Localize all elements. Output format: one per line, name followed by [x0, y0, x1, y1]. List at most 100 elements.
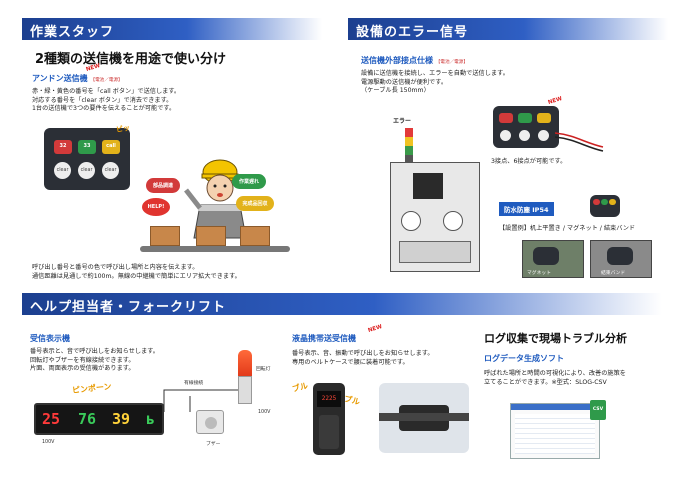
buzzer-device	[196, 410, 224, 434]
error-desc-line: 設備に送信機を接続し、エラーを自動で送信します。	[361, 70, 509, 77]
andon-description: 赤・緑・黄色の番号を「call ボタン」で送信します。 対応する番号を「clea…	[32, 88, 232, 114]
button-label: 33	[83, 143, 91, 149]
log-window-titlebar	[511, 404, 599, 410]
led-receiver-display: 25 76 39 ь	[34, 403, 164, 435]
magnet-device	[533, 247, 559, 265]
device-button-red	[499, 113, 513, 123]
rotating-light-100v-label: 100V	[258, 410, 271, 415]
andon-desc-line: 赤・緑・黄色の番号を「call ボタン」で送信します。	[32, 88, 181, 95]
csv-file-icon: CSV	[590, 400, 606, 420]
led-number-green: 76	[78, 410, 97, 428]
section-band-staff: 作業スタッフ	[22, 18, 322, 40]
install-note: 【設置例】机上平置き / マグネット / 結束バンド	[499, 225, 636, 232]
call-button-green: 33	[78, 140, 96, 154]
device-button-yellow	[609, 199, 616, 205]
andon-tag: 【電池／電源】	[90, 78, 123, 83]
stack-light	[405, 128, 413, 164]
log-software-window	[510, 403, 600, 459]
stack-light-green	[405, 146, 413, 155]
section-band-error: 設備のエラー信号	[348, 18, 668, 40]
new-badge-contact: NEW	[547, 95, 564, 107]
device-clear-button	[500, 130, 511, 141]
help-bubble: HELP!	[142, 198, 170, 216]
device-button-green	[518, 113, 532, 123]
lcd-screen: 2225	[317, 391, 341, 407]
magnet-label: マグネット	[527, 271, 551, 276]
receiver-description: 番号表示と、音で呼び出しをお知らせします。 回転灯やブザーを有線接続できます。 …	[30, 348, 230, 374]
belt-strap	[379, 413, 469, 421]
section-title-help: ヘルプ担当者・フォークリフト	[30, 300, 227, 315]
clear-button: clear	[54, 162, 71, 179]
andon-title: アンドン送信機 【電池／電源】	[32, 73, 123, 84]
wired-connection-label: 有線接続	[184, 381, 204, 386]
andon-device: 32 33 call clear clear clear	[44, 128, 130, 190]
error-description: 設備に送信機を接続し、エラーを自動で送信します。 電源駆動の送信機が便利です。 …	[361, 70, 561, 96]
clear-button: clear	[102, 162, 119, 179]
device-button-green	[601, 199, 608, 205]
install-photo-magnet: マグネット	[522, 240, 584, 278]
lcd-desc-line: 専用のベルトケースで腰に装着可能です。	[292, 358, 409, 366]
led-number-extra: ь	[146, 410, 156, 428]
call-button-yellow: call	[102, 140, 120, 154]
clear-button: clear	[78, 162, 95, 179]
request-bubble-collect: 完成品回収	[236, 196, 274, 211]
rotating-light-top	[238, 350, 252, 376]
cardboard-box	[196, 226, 226, 246]
section-band-help: ヘルプ担当者・フォークリフト	[22, 293, 662, 315]
lcd-handheld-device: 2225	[313, 383, 345, 455]
lcd-title: 液晶携帯送受信機	[292, 334, 356, 343]
stack-light-yellow	[405, 137, 413, 146]
section-title-error: 設備のエラー信号	[356, 25, 469, 40]
device-button-yellow	[537, 113, 551, 123]
staff-footer-line: 呼び出し番号と番号の色で呼び出し場所と内容を伝えます。	[32, 264, 199, 271]
band-device	[607, 247, 633, 265]
lcd-keypad	[319, 415, 339, 449]
receiver-desc-line: 回転灯やブザーを有線接続できます。	[30, 356, 135, 364]
external-contact-tag: 【電池／電源】	[435, 60, 468, 65]
error-label: エラー	[393, 118, 412, 125]
external-contact-device	[493, 106, 559, 148]
stack-light-base	[405, 155, 413, 164]
buzzer-grille	[205, 417, 217, 429]
lcd-description: 番号表示、音、振動で呼び出しをお知らせします。 専用のベルトケースで腰に装着可能…	[292, 350, 472, 367]
new-badge-lcd: NEW	[367, 323, 384, 335]
request-bubble-parts: 部品調達	[146, 178, 180, 193]
cardboard-box	[150, 226, 180, 246]
led-number-red: 25	[42, 410, 61, 428]
error-desc-line: （ケーブル長 150mm）	[361, 87, 430, 95]
wire-lines	[163, 389, 242, 412]
external-contact-title: 送信機外部接点仕様 【電池／電源】	[361, 55, 468, 66]
vibrate-label: ブル	[291, 381, 309, 394]
rotating-light-body	[238, 376, 252, 404]
log-heading: ログ収集で現場トラブル分析	[484, 332, 627, 345]
led-number-yellow: 39	[112, 410, 131, 428]
log-desc-line: 呼ばれた場所と時間の可視化により、改善の施策を	[484, 370, 626, 377]
factory-machine	[390, 162, 480, 272]
error-desc-line: 電源駆動の送信機が便利です。	[361, 78, 448, 86]
install-photo-band: 結束バンド	[590, 240, 652, 278]
staff-footer-line: 通信距離は見通しで約100m。無線の中継機で簡単にエリア拡大できます。	[32, 272, 241, 280]
log-title: ログデータ生成ソフト	[484, 354, 564, 363]
machine-gauge	[401, 211, 421, 231]
rotating-light	[238, 350, 252, 408]
receiver-desc-line: 番号表示と、音で呼び出しをお知らせします。	[30, 348, 159, 355]
stack-light-red	[405, 128, 413, 137]
receiver-100v-label: 100V	[42, 440, 55, 445]
andon-desc-line: 1台の送信機で3つの要件を伝えることが可能です。	[32, 105, 176, 113]
andon-title-text: アンドン送信機	[32, 74, 88, 83]
machine-panel	[399, 241, 471, 263]
csv-label: CSV	[592, 407, 604, 412]
machine-screen	[413, 173, 443, 199]
log-desc-line: 立てることができます。※型式：SLOG-CSV	[484, 378, 607, 386]
log-description: 呼ばれた場所と時間の可視化により、改善の施策を 立てることができます。※型式：S…	[484, 370, 674, 387]
andon-desc-line: 対応する番号を「clear ボタン」で消去できます。	[32, 96, 173, 104]
vibrate-label: ブル	[343, 394, 361, 407]
staff-footer: 呼び出し番号と番号の色で呼び出し場所と内容を伝えます。 通信距離は見通しで約10…	[32, 264, 322, 281]
waterproof-device	[590, 195, 620, 217]
band-label: 結束バンド	[601, 271, 626, 276]
section-title-staff: 作業スタッフ	[30, 25, 115, 40]
request-bubble-delay: 作業遅れ	[232, 174, 266, 189]
device-clear-button	[519, 130, 530, 141]
button-label: call	[106, 143, 116, 149]
contacts-note: 3接点、6接点が可能です。	[491, 158, 567, 165]
